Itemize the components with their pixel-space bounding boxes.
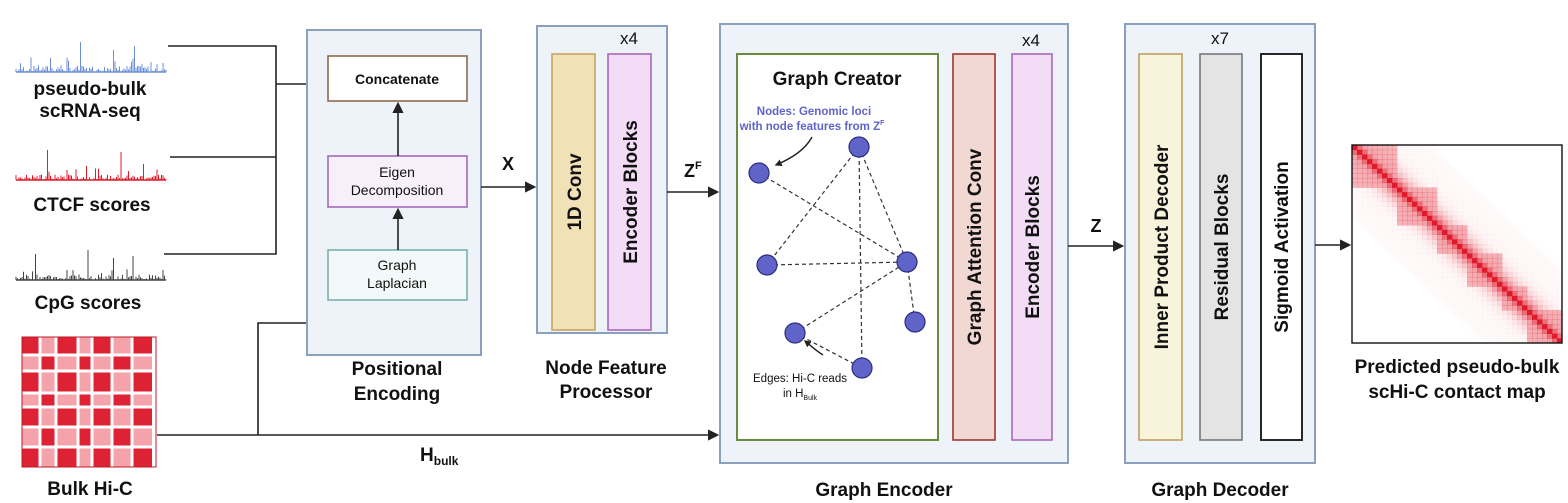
ge-encoder-block bbox=[1011, 53, 1053, 441]
contact-map-frame bbox=[1351, 144, 1563, 344]
positional-encoding-title-line1: Positional bbox=[352, 359, 443, 380]
edges-pointer-arrow bbox=[803, 340, 824, 356]
graph-attention-label: Graph Attention Conv bbox=[965, 148, 986, 345]
graph-creator-box bbox=[736, 53, 939, 441]
ge-repeat-label: x4 bbox=[1022, 31, 1040, 50]
concatenate-box bbox=[327, 55, 468, 102]
sigmoid-block bbox=[1260, 53, 1303, 441]
graph-creator-title: Graph Creator bbox=[773, 69, 902, 90]
laplacian-label-line1: Graph bbox=[378, 257, 417, 273]
nodes-pointer-arrow bbox=[774, 136, 813, 166]
nfp-title-line2: Processor bbox=[560, 382, 654, 403]
residual-blocks-block bbox=[1199, 53, 1243, 441]
edges-caption-line2: in HBulk bbox=[783, 388, 818, 402]
graph-attention-block bbox=[952, 53, 996, 441]
cpg-label: CpG scores bbox=[35, 293, 142, 314]
output-label-line2: scHi-C contact map bbox=[1368, 382, 1545, 403]
ctcf-label: CTCF scores bbox=[33, 195, 150, 216]
positional-encoding-title-line2: Encoding bbox=[354, 384, 441, 405]
scrna-label-line1: pseudo-bulk bbox=[34, 79, 147, 100]
ge-encoder-label: Encoder Blocks bbox=[1023, 175, 1044, 319]
input-connectors bbox=[164, 45, 329, 255]
ctcf-track bbox=[15, 150, 167, 181]
gd-repeat-label: x7 bbox=[1211, 29, 1229, 48]
eigen-label-line2: Decomposition bbox=[351, 182, 444, 198]
nfp-repeat-label: x4 bbox=[620, 29, 638, 48]
nfp-title-line1: Node Feature bbox=[545, 358, 666, 379]
edges-caption-line1: Edges: Hi-C reads bbox=[753, 373, 847, 385]
eigen-label-line1: Eigen bbox=[379, 164, 415, 180]
hbulk-label: Hbulk bbox=[420, 445, 459, 468]
graph-decoder-title: Graph Decoder bbox=[1151, 480, 1289, 501]
bulk-hic-matrix bbox=[21, 336, 157, 468]
residual-label: Residual Blocks bbox=[1212, 174, 1233, 321]
graph-laplacian-box bbox=[327, 249, 468, 301]
zf-label: ZF bbox=[684, 160, 702, 181]
predicted-contact-map bbox=[1352, 145, 1562, 343]
output-label-line1: Predicted pseudo-bulk bbox=[1355, 357, 1560, 378]
inner-product-label: Inner Product Decoder bbox=[1152, 144, 1173, 349]
concatenate-label: Concatenate bbox=[355, 71, 439, 87]
nodes-caption-line2: with node features from ZF bbox=[739, 120, 886, 133]
nfp-encoder-label: Encoder Blocks bbox=[621, 120, 642, 264]
conv1d-block bbox=[551, 53, 596, 331]
graph-nodes bbox=[748, 136, 926, 379]
x-label: X bbox=[502, 154, 514, 174]
laplacian-label-line2: Laplacian bbox=[367, 275, 427, 291]
eigen-decomposition-box bbox=[327, 155, 468, 208]
nodes-caption-line1: Nodes: Genomic loci bbox=[757, 106, 871, 118]
inner-product-decoder-block bbox=[1138, 53, 1183, 441]
sigmoid-label: Sigmoid Activation bbox=[1272, 161, 1293, 332]
scrna-label-line2: scRNA-seq bbox=[39, 101, 140, 122]
conv1d-label: 1D Conv bbox=[565, 153, 586, 231]
z-label: Z bbox=[1091, 216, 1102, 236]
cpg-track bbox=[15, 250, 167, 281]
bulk-hic-label: Bulk Hi-C bbox=[47, 479, 133, 500]
scrna-track bbox=[15, 42, 167, 73]
nfp-encoder-block bbox=[607, 53, 652, 331]
graph-encoder-title: Graph Encoder bbox=[815, 480, 953, 501]
